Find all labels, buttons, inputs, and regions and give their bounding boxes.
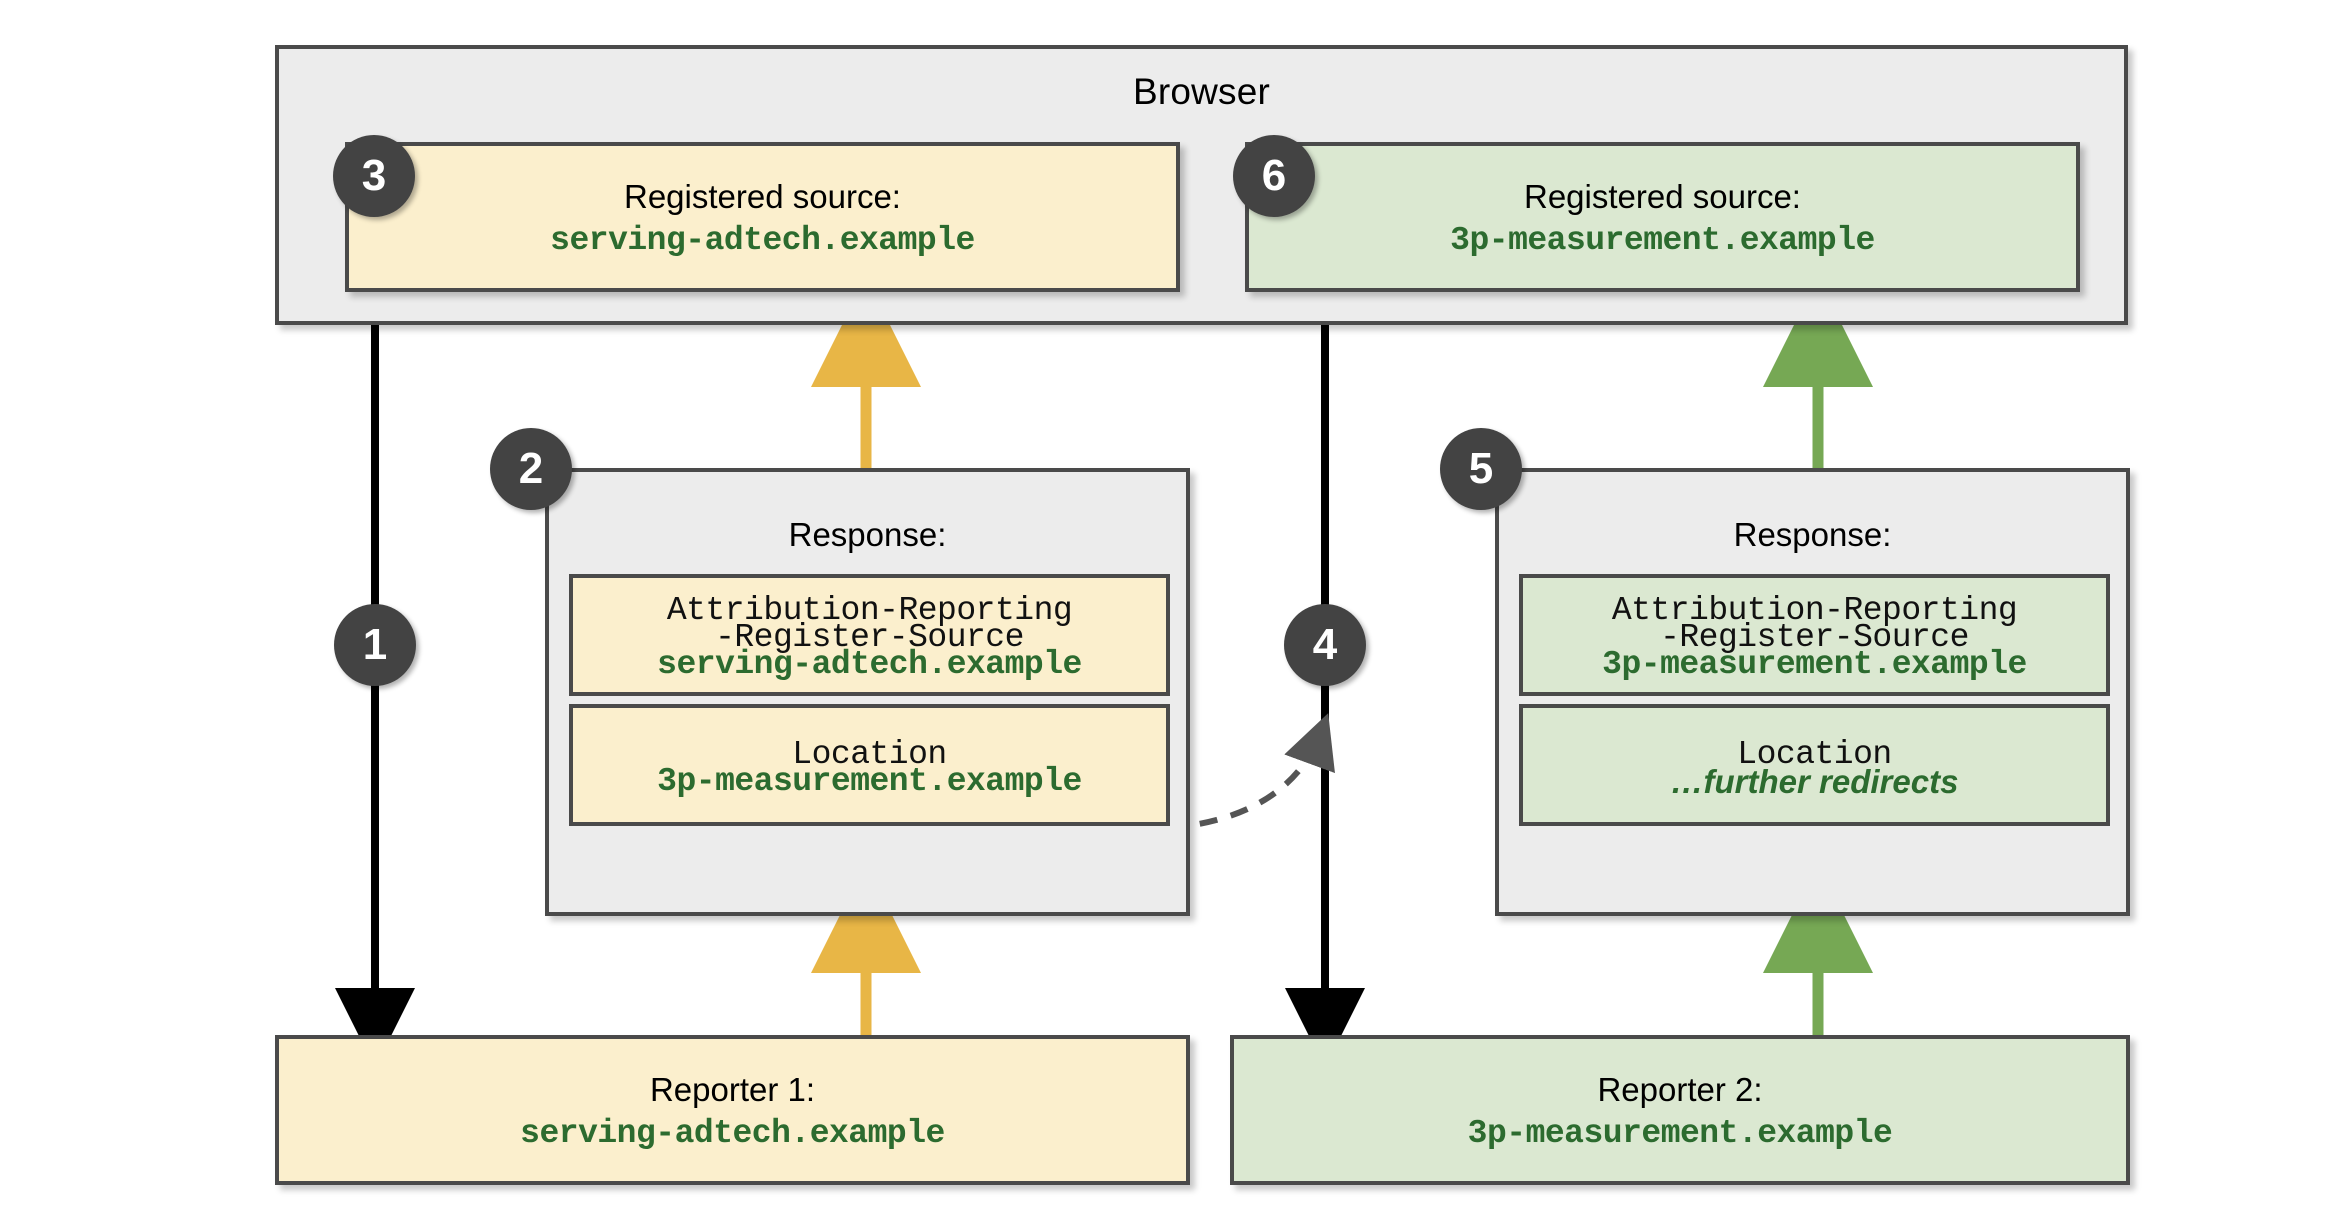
reporter-card-1: Reporter 1: serving-adtech.example bbox=[275, 1035, 1190, 1185]
response-row-1-0-value: serving-adtech.example bbox=[657, 646, 1082, 683]
response-card-2: Response: Attribution-Reporting -Registe… bbox=[1495, 468, 2130, 916]
response-row-2-0-header-line1: Attribution-Reporting bbox=[1611, 592, 2018, 629]
step-badge-2: 2 bbox=[490, 428, 572, 510]
response-row-2-0: Attribution-Reporting -Register-Source 3… bbox=[1519, 574, 2110, 696]
step-badge-1: 1 bbox=[334, 604, 416, 686]
response-row-2-0-value: 3p-measurement.example bbox=[1602, 646, 2027, 683]
step-badge-4: 4 bbox=[1284, 604, 1366, 686]
response-row-1-1-header-line1: Location bbox=[792, 736, 947, 773]
response-row-2-0-header-line2: -Register-Source bbox=[1660, 619, 1969, 656]
registered-source-heading-2: Registered source: bbox=[1524, 178, 1801, 215]
registered-source-card-2: Registered source: 3p-measurement.exampl… bbox=[1245, 142, 2080, 292]
step-badge-5-label: 5 bbox=[1468, 444, 1494, 493]
step-badge-6-label: 6 bbox=[1261, 151, 1287, 200]
step-badge-1-label: 1 bbox=[362, 620, 388, 669]
response-row-1-0: Attribution-Reporting -Register-Source s… bbox=[569, 574, 1170, 696]
step-badge-3: 3 bbox=[333, 135, 415, 217]
browser-title: Browser bbox=[1132, 71, 1271, 112]
response-row-1-0-header-line1: Attribution-Reporting bbox=[666, 592, 1073, 629]
response-row-1-0-header-line2: -Register-Source bbox=[715, 619, 1024, 656]
reporter-heading-1: Reporter 1: bbox=[649, 1071, 816, 1108]
step-badge-6: 6 bbox=[1233, 135, 1315, 217]
reporter-heading-2: Reporter 2: bbox=[1597, 1071, 1763, 1108]
response-heading-1: Response: bbox=[788, 516, 947, 553]
response-card-1: Response: Attribution-Reporting -Registe… bbox=[545, 468, 1190, 916]
registered-source-value-1: serving-adtech.example bbox=[550, 222, 975, 259]
response-row-2-1-header-line1: Location bbox=[1737, 736, 1892, 773]
response-row-1-1: Location 3p-measurement.example bbox=[569, 704, 1170, 826]
response-row-1-1-value: 3p-measurement.example bbox=[657, 763, 1082, 800]
registered-source-heading-1: Registered source: bbox=[624, 178, 901, 215]
response-heading-2: Response: bbox=[1733, 516, 1892, 553]
reporter-card-2: Reporter 2: 3p-measurement.example bbox=[1230, 1035, 2130, 1185]
arrow-redirect-dashed bbox=[1167, 713, 1335, 831]
registered-source-value-2: 3p-measurement.example bbox=[1450, 222, 1875, 259]
step-badge-5: 5 bbox=[1440, 428, 1522, 510]
response-row-2-1: Location …further redirects bbox=[1519, 704, 2110, 826]
registered-source-card-1: Registered source: serving-adtech.exampl… bbox=[345, 142, 1180, 292]
step-badge-4-label: 4 bbox=[1312, 620, 1338, 669]
step-badge-2-label: 2 bbox=[518, 444, 544, 493]
response-row-2-1-value: …further redirects bbox=[1670, 763, 1959, 800]
reporter-value-1: serving-adtech.example bbox=[520, 1115, 945, 1152]
step-badge-3-label: 3 bbox=[361, 151, 387, 200]
reporter-value-2: 3p-measurement.example bbox=[1467, 1115, 1893, 1152]
